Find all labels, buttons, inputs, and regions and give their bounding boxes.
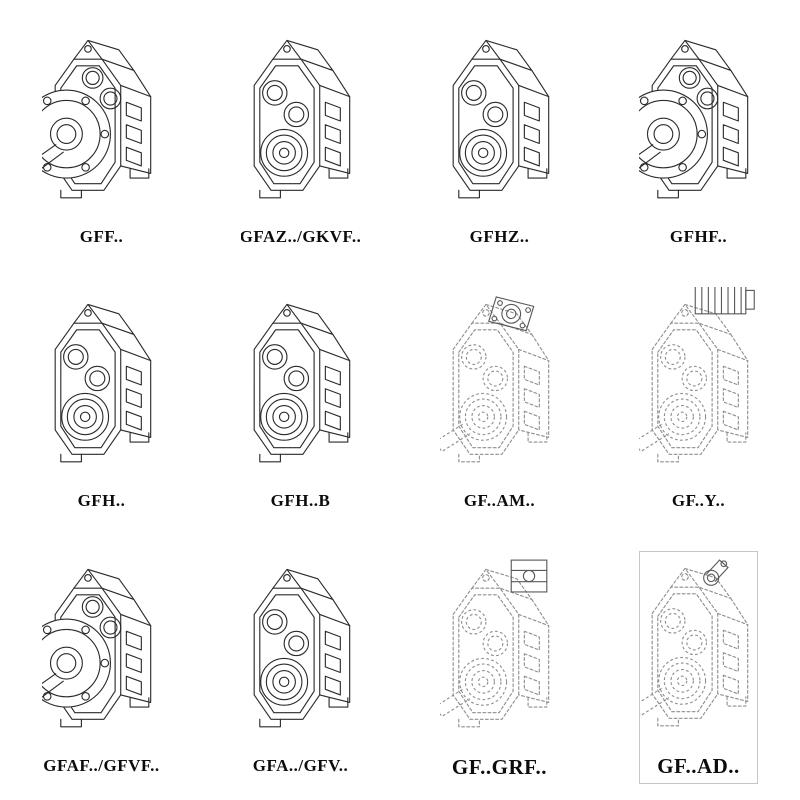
gearbox-input-shaft-adapter-drawing-icon — [639, 551, 758, 752]
catalog-cell: GFF.. — [42, 22, 161, 255]
model-label: GFAF../GFVF.. — [43, 755, 160, 775]
catalog-cell: GFH.. — [42, 287, 161, 520]
catalog-cell: GFAZ../GKVF.. — [241, 22, 360, 255]
gearbox-foot-mounted-b-drawing-icon — [241, 287, 360, 489]
gearbox-hollow-shaft-drawing-icon — [440, 22, 559, 224]
model-label: GFHZ.. — [469, 226, 530, 246]
gearbox-grf-adapter-drawing-icon — [440, 551, 559, 753]
catalog-cell: GFA../GFV.. — [241, 551, 360, 784]
catalog-cell: GFAF../GFVF.. — [42, 551, 161, 784]
gearbox-foot-mounted-drawing-icon — [241, 551, 360, 753]
catalog-cell: GFH..B — [241, 287, 360, 520]
catalog-cell: GF..Y.. — [639, 287, 758, 520]
model-label: GF..Y.. — [671, 491, 726, 511]
model-label: GFF.. — [79, 226, 124, 246]
model-label: GF..GRF.. — [451, 754, 548, 779]
gearbox-shaft-mounted-drawing-icon — [241, 22, 360, 224]
gearbox-with-motor-drawing-icon — [639, 287, 758, 489]
catalog-cell: GFHZ.. — [440, 22, 559, 255]
gearbox-output-flange-drawing-icon — [639, 22, 758, 224]
catalog-cell: GF..AM.. — [440, 287, 559, 520]
catalog-cell: GF..GRF.. — [440, 551, 559, 784]
model-label: GFAZ../GKVF.. — [241, 226, 360, 246]
catalog-cell: GFHF.. — [639, 22, 758, 255]
gearbox-output-flange-drawing-icon — [42, 22, 161, 224]
model-label: GFA../GFV.. — [252, 755, 349, 775]
catalog-cell: GF..AD.. — [639, 551, 758, 784]
model-label: GF..AD.. — [657, 753, 740, 778]
model-label: GFH.. — [77, 491, 126, 511]
model-label: GFHF.. — [669, 226, 728, 246]
model-label: GFH..B — [270, 491, 331, 511]
gearbox-iec-adapter-drawing-icon — [440, 287, 559, 489]
gearbox-foot-mounted-drawing-icon — [42, 287, 161, 489]
model-label: GF..AM.. — [463, 491, 536, 511]
gearbox-output-flange-drawing-icon — [42, 551, 161, 753]
